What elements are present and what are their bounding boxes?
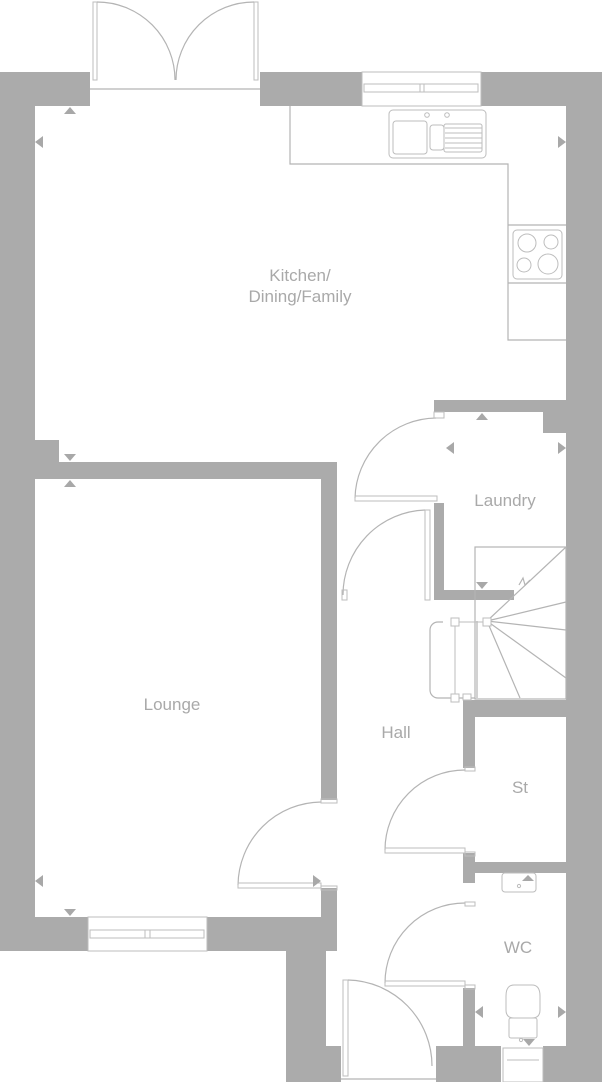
hob-icon — [512, 229, 563, 280]
wc-basin-icon — [501, 872, 537, 893]
kitchen-counter — [289, 106, 566, 341]
room-label-lounge: Lounge — [143, 695, 201, 714]
room-label-laundry: Laundry — [474, 491, 536, 510]
double-sink-icon — [388, 109, 487, 159]
room-label-store: St — [511, 778, 529, 797]
walls — [0, 72, 602, 1082]
lounge-window — [87, 916, 208, 952]
toilet-icon — [502, 984, 544, 1082]
front-door — [341, 979, 436, 1082]
french-doors — [90, 1, 260, 90]
room-label-kitchen: Kitchen/ Dining/Family — [248, 266, 352, 306]
room-label-wc: WC — [503, 938, 533, 957]
wc-door — [384, 883, 476, 990]
kitchen-hall-door — [341, 509, 431, 601]
lounge-door — [237, 798, 338, 891]
staircase — [429, 546, 567, 703]
dimension-markers — [35, 107, 566, 1046]
laundry-door — [354, 411, 445, 503]
store-door — [384, 766, 476, 857]
room-label-hall: Hall — [381, 723, 411, 742]
kitchen-window — [361, 71, 482, 107]
